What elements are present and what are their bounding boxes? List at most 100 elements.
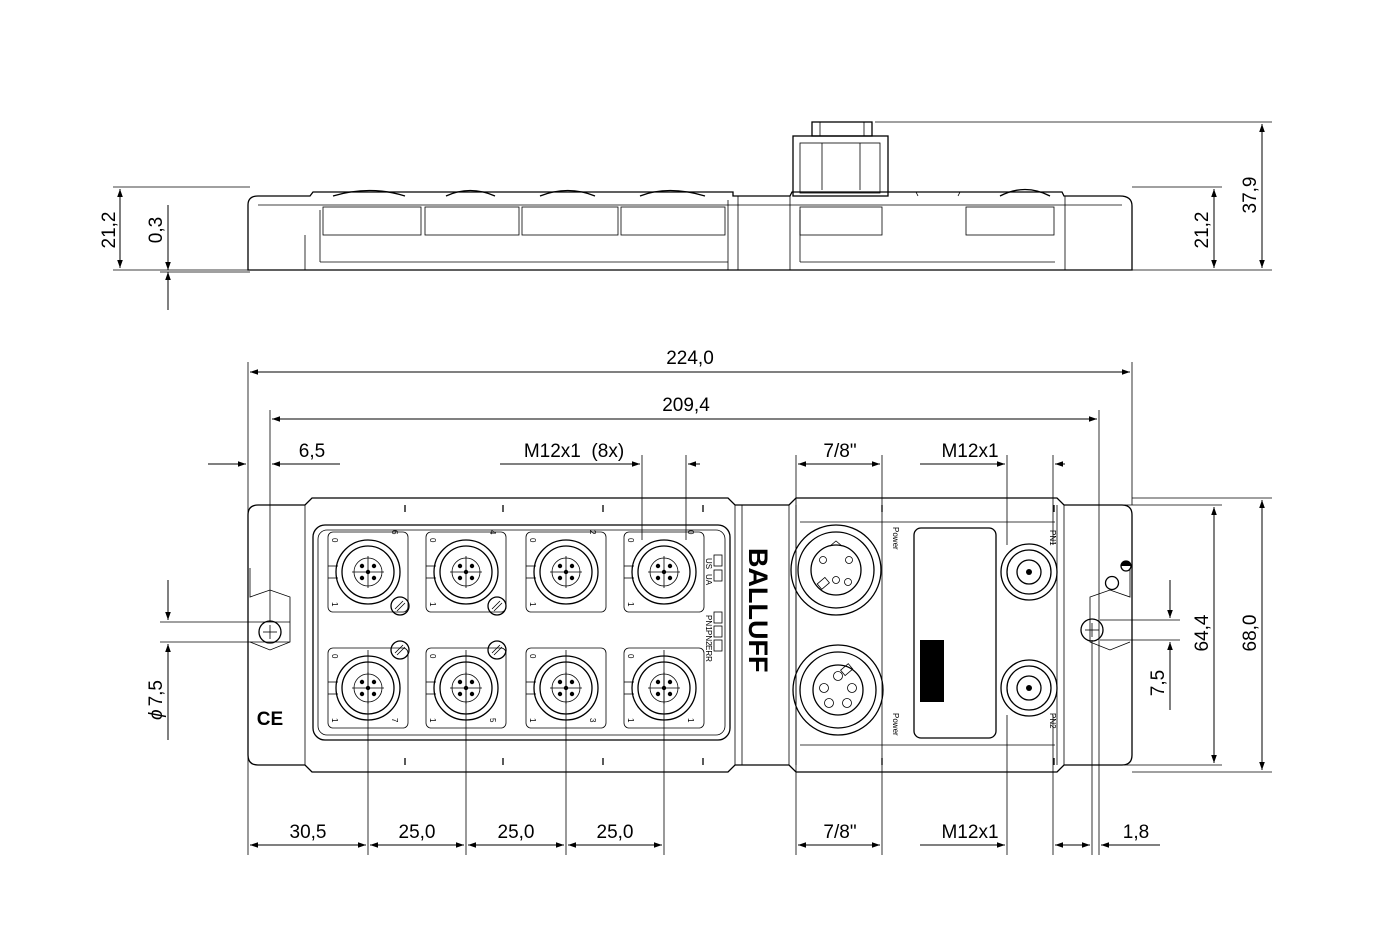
- port-pin: [457, 679, 463, 685]
- port-ring-outer: [433, 539, 499, 605]
- port-pin: [667, 691, 673, 697]
- port-pin: [569, 691, 575, 697]
- pin-label-b: 1: [330, 602, 339, 607]
- m12-port: 0 1 6: [327, 530, 409, 613]
- pin-label-a: 0: [330, 538, 339, 543]
- port-number: 5: [488, 718, 497, 723]
- dim-m12-group: M12x1 (8x): [524, 441, 624, 462]
- port-ring-outer: [631, 539, 697, 605]
- dim-m12-bottom: M12x1: [941, 822, 998, 843]
- port-number: 0: [686, 530, 695, 535]
- dim-offset-small: 0,3: [146, 217, 167, 243]
- dim-width-inner: 64,4: [1192, 614, 1213, 651]
- port-pin: [569, 679, 575, 685]
- port-frame: [525, 531, 607, 613]
- pin-label-b: 1: [428, 718, 437, 723]
- port-number: 2: [588, 530, 597, 535]
- power-label-top: Power: [891, 527, 900, 550]
- balluff-logo: BALLUFF: [743, 548, 773, 672]
- port-frame: [425, 531, 507, 613]
- port-pin: [569, 575, 575, 581]
- screw-icon: [487, 596, 507, 616]
- pin-label-b: 1: [626, 602, 635, 607]
- dim-width-total: 68,0: [1240, 615, 1261, 652]
- pin-label-a: 0: [428, 538, 437, 543]
- pn2-port: [1000, 659, 1058, 717]
- pin-label-a: 0: [428, 654, 437, 659]
- m12-port: 0 1 4: [425, 530, 507, 613]
- ce-mark: CE: [257, 709, 283, 730]
- side-view-dimensions: [113, 121, 1272, 310]
- pin-label-b: 1: [330, 718, 339, 723]
- led-label-pn1: PN1: [704, 615, 713, 631]
- pin-label-a: 0: [528, 538, 537, 543]
- window-logo-mark: [920, 640, 944, 702]
- dim-m12-top: M12x1: [941, 441, 998, 462]
- port-pin: [557, 563, 563, 569]
- port-pin: [457, 691, 463, 697]
- port-pin: [371, 575, 377, 581]
- dim-height-total: 37,9: [1240, 177, 1261, 214]
- port-pin: [667, 563, 673, 569]
- port-ring-inner: [637, 545, 691, 599]
- pin-label-a: 0: [626, 538, 635, 543]
- port-pin: [469, 563, 475, 569]
- port-ring-inner: [439, 545, 493, 599]
- port-pin: [457, 575, 463, 581]
- port-pin: [371, 691, 377, 697]
- port-pin: [557, 691, 563, 697]
- port-pin: [371, 679, 377, 685]
- power-connector-in: [790, 524, 882, 616]
- power-label-bottom: Power: [891, 713, 900, 736]
- led-err: [713, 639, 723, 652]
- m12-port: 012: [525, 530, 607, 613]
- port-number: 4: [488, 530, 497, 535]
- top-view-dimensions: 224,0 209,4 6,5 M12x1 (8x) 7/8" M12x1 30…: [99, 177, 1272, 855]
- dim-edge-offset: 6,5: [299, 441, 325, 462]
- port-pin: [557, 575, 563, 581]
- dim-hole-diameter-group: ϕ7,5: [146, 680, 167, 720]
- power-connector-out: [792, 644, 884, 736]
- dim-pitch-2: 25,0: [498, 822, 535, 843]
- port-ring-outer: [533, 539, 599, 605]
- pn2-label: PN2: [1048, 713, 1057, 729]
- pn1-label: PN1: [1048, 530, 1057, 546]
- port-pin: [359, 575, 365, 581]
- pin-label-a: 0: [626, 654, 635, 659]
- port-pin: [457, 563, 463, 569]
- port-pin: [655, 575, 661, 581]
- port-ring-outer: [335, 539, 401, 605]
- led-pn1: [713, 611, 723, 624]
- port-number: 1: [686, 718, 695, 723]
- port-number: 3: [588, 718, 597, 723]
- pin-label-b: 1: [428, 602, 437, 607]
- screw-icon: [390, 596, 410, 616]
- led-us: [713, 554, 723, 567]
- port-pin: [569, 563, 575, 569]
- port-number: 7: [390, 718, 399, 723]
- dim-height-left: 21,2: [99, 212, 120, 249]
- port-pin: [469, 691, 475, 697]
- pin-label-a: 0: [330, 654, 339, 659]
- port-frame: [623, 531, 705, 613]
- screw-icon: [487, 640, 507, 660]
- dim-7-8-top: 7/8": [823, 441, 856, 462]
- diameter-symbol: ϕ: [146, 709, 167, 720]
- dim-pitch-1: 25,0: [399, 822, 436, 843]
- pin-label-b: 1: [528, 718, 537, 723]
- pn1-port: [1000, 543, 1058, 601]
- port-pin: [655, 691, 661, 697]
- pin-label-a: 0: [528, 654, 537, 659]
- dim-overall-length: 224,0: [666, 348, 714, 369]
- pin-label-b: 1: [626, 718, 635, 723]
- port-pin: [655, 679, 661, 685]
- port-pin: [359, 679, 365, 685]
- m12-port: 0 1 0: [623, 530, 705, 613]
- port-pin: [655, 563, 661, 569]
- port-number: 6: [390, 530, 399, 535]
- dim-height-right: 21,2: [1192, 212, 1213, 249]
- led-label-us: US: [704, 558, 713, 569]
